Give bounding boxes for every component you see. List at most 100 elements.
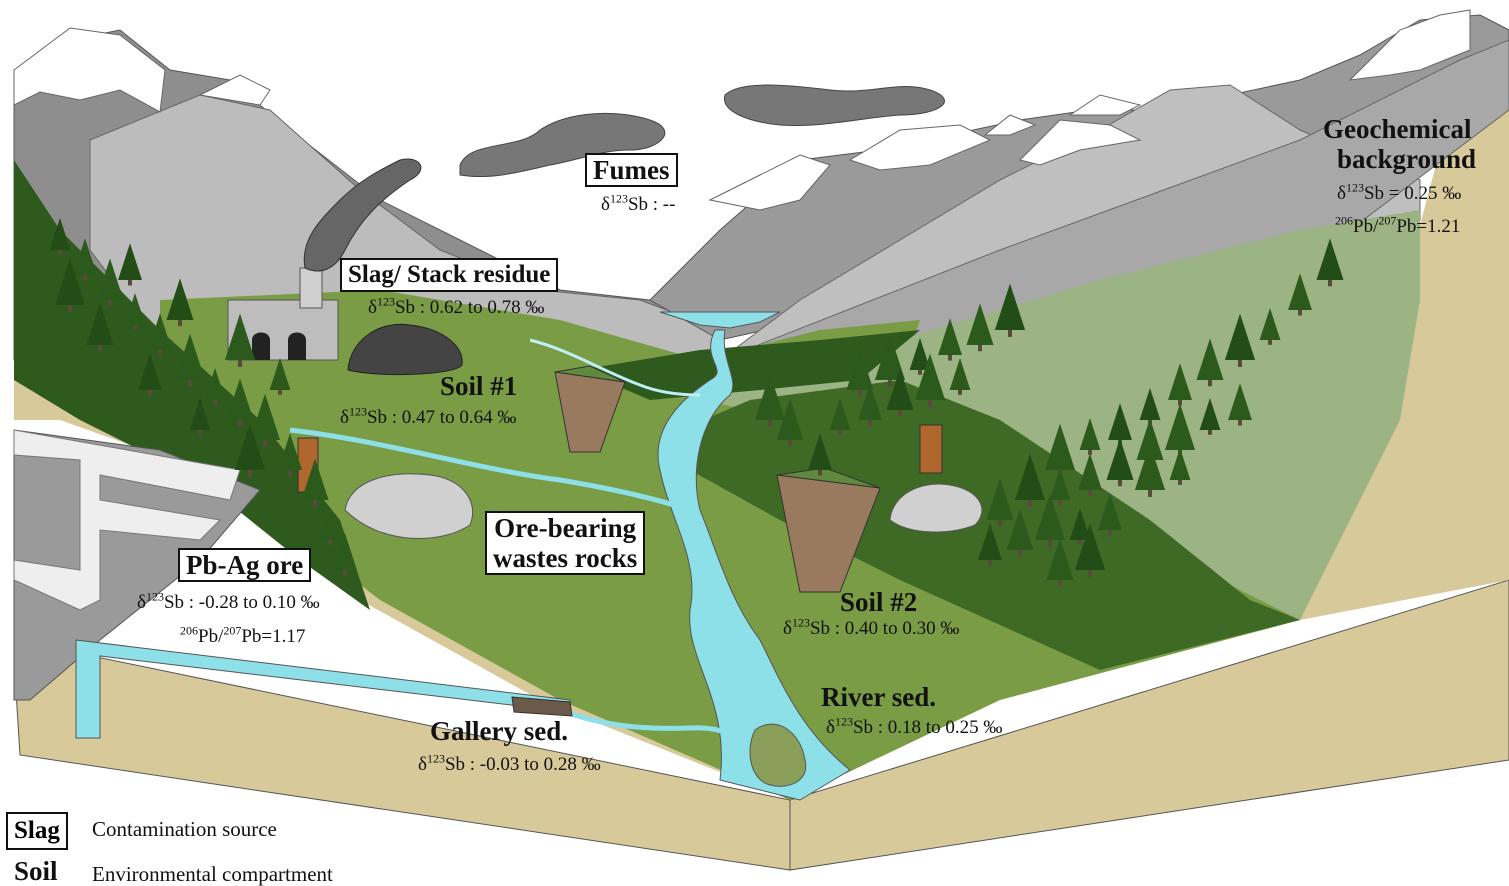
tree-trunk bbox=[178, 320, 182, 327]
gallery-isotope-value: δ123Sb : -0.03 to 0.28 ‰ bbox=[418, 751, 601, 776]
tree-trunk bbox=[1208, 380, 1212, 387]
delta-symbol: δ bbox=[1337, 183, 1346, 204]
tree-trunk bbox=[83, 275, 87, 281]
conifer-tree bbox=[1044, 423, 1076, 470]
front-soil-face-right bbox=[789, 579, 1509, 871]
mass-number: 207 bbox=[223, 623, 242, 638]
geochem-title-line1: Geochemical bbox=[1323, 114, 1472, 144]
mass-number: 123 bbox=[426, 751, 445, 766]
conifer-tree bbox=[1224, 313, 1256, 360]
conifer-tree bbox=[1074, 523, 1106, 570]
valley-floor bbox=[160, 290, 1300, 800]
tree-trunk bbox=[238, 420, 242, 427]
adit-door-right bbox=[919, 424, 943, 474]
conifer-tree bbox=[1139, 388, 1161, 420]
conifer-tree bbox=[226, 378, 254, 420]
conifer-tree bbox=[829, 398, 851, 430]
cloud-left bbox=[459, 113, 666, 178]
value-text: Sb : -- bbox=[627, 194, 676, 215]
snow-cap-5 bbox=[1019, 119, 1142, 166]
snow-cap-2 bbox=[198, 74, 271, 106]
stream-left bbox=[289, 427, 691, 513]
conifer-tree bbox=[1078, 453, 1102, 490]
legend-source-term: Slag bbox=[6, 812, 68, 850]
conifer-tree bbox=[938, 318, 962, 355]
tree-trunk bbox=[313, 500, 317, 507]
tree-trunk bbox=[68, 305, 72, 312]
ore-wastes-line2: wastes rocks bbox=[493, 543, 638, 573]
conifer-tree bbox=[1098, 493, 1122, 530]
conifer-tree bbox=[1259, 308, 1281, 340]
snow-cap-3 bbox=[708, 154, 831, 211]
fumes-label: Fumes bbox=[585, 153, 678, 187]
tree-trunk bbox=[1008, 330, 1012, 337]
tree-trunk bbox=[128, 280, 132, 286]
tree-trunk bbox=[158, 350, 162, 356]
legend-compartment-term: Soil bbox=[14, 856, 58, 886]
soil1-title: Soil #1 bbox=[440, 371, 518, 401]
slag-heap bbox=[347, 323, 463, 376]
conifer-tree bbox=[978, 523, 1002, 560]
value-text: Sb : -0.03 to 0.28 ‰ bbox=[444, 754, 601, 775]
ratio-text: Pb=1.17 bbox=[241, 626, 306, 647]
conifer-tree bbox=[1106, 438, 1134, 480]
delta-symbol: δ bbox=[137, 592, 146, 613]
conifer-tree bbox=[1108, 403, 1132, 440]
waste-rock-pile-right bbox=[889, 483, 983, 533]
conifer-tree bbox=[234, 423, 266, 470]
conifer-tree bbox=[166, 278, 194, 320]
slag-title: Slag/ Stack residue bbox=[340, 258, 559, 292]
tree-trunk bbox=[278, 390, 282, 395]
conifer-tree bbox=[754, 373, 786, 420]
mass-number: 123 bbox=[834, 714, 853, 729]
tree-trunk bbox=[1018, 550, 1022, 557]
tree-trunk bbox=[213, 400, 217, 405]
tree-trunk bbox=[1148, 490, 1152, 497]
tree-trunk bbox=[1328, 280, 1332, 287]
tree-trunk bbox=[1088, 490, 1092, 496]
pbag-title: Pb-Ag ore bbox=[178, 548, 312, 582]
smelter-doors bbox=[252, 332, 306, 360]
conifer-tree bbox=[914, 353, 946, 400]
tree-trunk bbox=[108, 300, 112, 307]
conifer-tree bbox=[1079, 418, 1101, 450]
soil2-isotope-value: δ123Sb : 0.40 to 0.30 ‰ bbox=[783, 617, 959, 640]
legend-compartment-desc: Environmental compartment bbox=[92, 862, 333, 886]
conifer-tree bbox=[808, 433, 832, 470]
river bbox=[657, 329, 851, 801]
conifer-tree bbox=[224, 313, 256, 360]
forest-trees bbox=[49, 218, 1344, 587]
pbag-label: Pb-Ag ore bbox=[178, 548, 312, 582]
tree-trunk bbox=[98, 345, 102, 352]
gallery-tunnel bbox=[75, 639, 571, 739]
conifer-tree bbox=[1134, 443, 1166, 490]
conifer-tree bbox=[1168, 363, 1192, 400]
tree-trunk bbox=[288, 470, 292, 476]
soil-column-2-top bbox=[776, 467, 881, 489]
waste-rock-pile-left bbox=[344, 473, 474, 539]
mass-number: 123 bbox=[609, 191, 628, 206]
stream-upper bbox=[529, 338, 701, 397]
tree-trunk bbox=[188, 380, 192, 387]
tree-trunk bbox=[868, 420, 872, 426]
value-text: Sb : -0.28 to 0.10 ‰ bbox=[163, 592, 320, 613]
tree-trunk bbox=[1058, 580, 1062, 587]
conifer-tree bbox=[1169, 448, 1191, 480]
tree-trunk bbox=[248, 470, 252, 477]
legend-source-desc: Contamination source bbox=[92, 817, 277, 841]
right-slope-light-green bbox=[700, 210, 1420, 620]
tree-trunk bbox=[1078, 540, 1082, 545]
conifer-tree bbox=[994, 283, 1026, 330]
value-text: Sb : 0.62 to 0.78 ‰ bbox=[394, 297, 545, 318]
geochem-isotope-value: δ123Sb = 0.25 ‰ bbox=[1337, 182, 1461, 205]
mass-number: 123 bbox=[348, 404, 367, 419]
tree-trunk bbox=[263, 440, 267, 447]
mass-number: 123 bbox=[376, 294, 395, 309]
tree-trunk bbox=[788, 440, 792, 447]
smelter-chimney bbox=[299, 267, 323, 309]
conifer-tree bbox=[949, 358, 971, 390]
tree-trunk bbox=[958, 390, 962, 395]
tree-trunk bbox=[918, 370, 922, 375]
soil-column-1-top bbox=[554, 365, 626, 383]
conifer-tree bbox=[301, 458, 329, 500]
